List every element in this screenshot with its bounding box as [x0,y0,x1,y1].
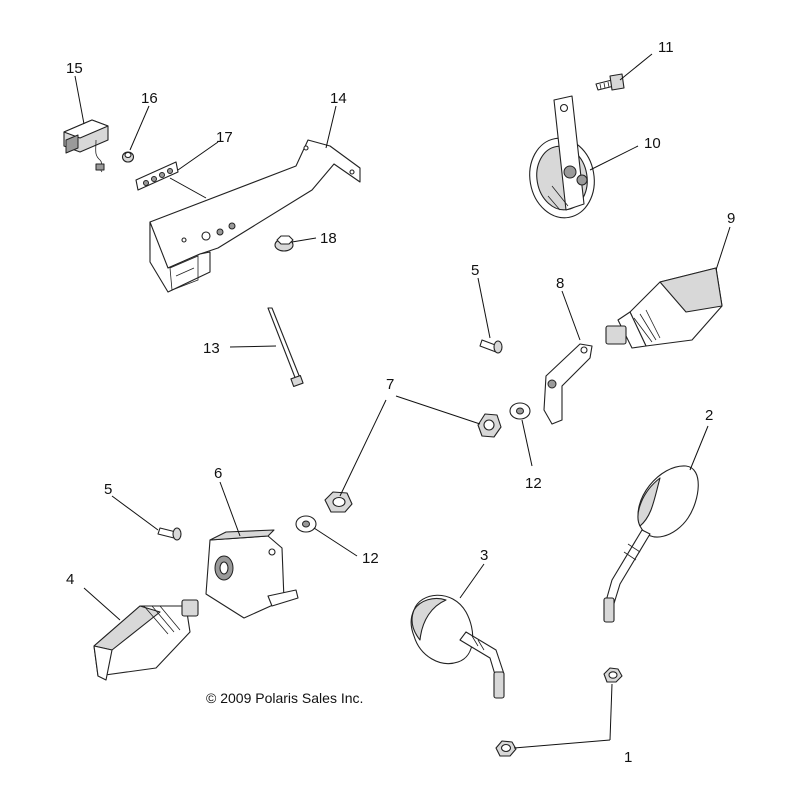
callout-5-lower: 5 [104,481,112,498]
part-13-cable-tie[interactable] [267,307,304,388]
part-5-bolt-lower[interactable] [157,527,182,541]
part-18-flange-nut[interactable] [274,235,294,252]
part-14-bracket[interactable] [149,139,361,293]
callout-10: 10 [644,135,661,152]
callout-6: 6 [214,465,222,482]
callout-2: 2 [705,407,713,424]
part-2-mirror[interactable] [603,465,699,623]
callout-1: 1 [624,749,632,766]
callout-labels: 15 16 17 14 18 13 11 10 9 8 5 7 12 5 6 1… [66,39,735,766]
callout-14: 14 [330,90,347,107]
callout-11: 11 [658,39,674,56]
part-9-turn-signal[interactable] [605,267,723,349]
callout-9: 9 [727,210,735,227]
callout-12-upper: 12 [525,475,542,492]
part-7-nut-lower[interactable] [324,491,353,513]
part-15-license-light[interactable] [63,119,109,173]
callout-18: 18 [320,230,337,247]
part-11-bolt[interactable] [595,73,625,91]
copyright-text: © 2009 Polaris Sales Inc. [206,690,363,706]
part-3-mirror[interactable] [410,594,505,699]
callout-17: 17 [216,129,233,146]
callout-5-upper: 5 [471,262,479,279]
part-16-nut[interactable] [121,151,135,163]
part-5-bolt-upper[interactable] [479,339,503,354]
part-10-horn[interactable] [524,95,601,223]
part-7-nut-upper[interactable] [477,413,502,438]
callout-8: 8 [556,275,564,292]
part-8-signal-bracket[interactable] [543,343,593,425]
leader-lines [74,53,731,749]
part-12-washer-upper[interactable] [509,402,531,420]
part-4-turn-signal[interactable] [93,599,199,681]
callout-13: 13 [203,340,220,357]
callout-4: 4 [66,571,74,588]
part-1-nut-lower[interactable] [495,740,517,757]
part-1-nut-upper[interactable] [603,667,623,683]
part-17-plate[interactable] [135,161,179,191]
callout-15: 15 [66,60,83,77]
part-6-signal-bracket[interactable] [205,529,299,619]
part-12-washer-lower[interactable] [295,515,317,533]
callout-7: 7 [386,376,394,393]
callout-16: 16 [141,90,158,107]
callout-3: 3 [480,547,488,564]
callout-12-lower: 12 [362,550,379,567]
